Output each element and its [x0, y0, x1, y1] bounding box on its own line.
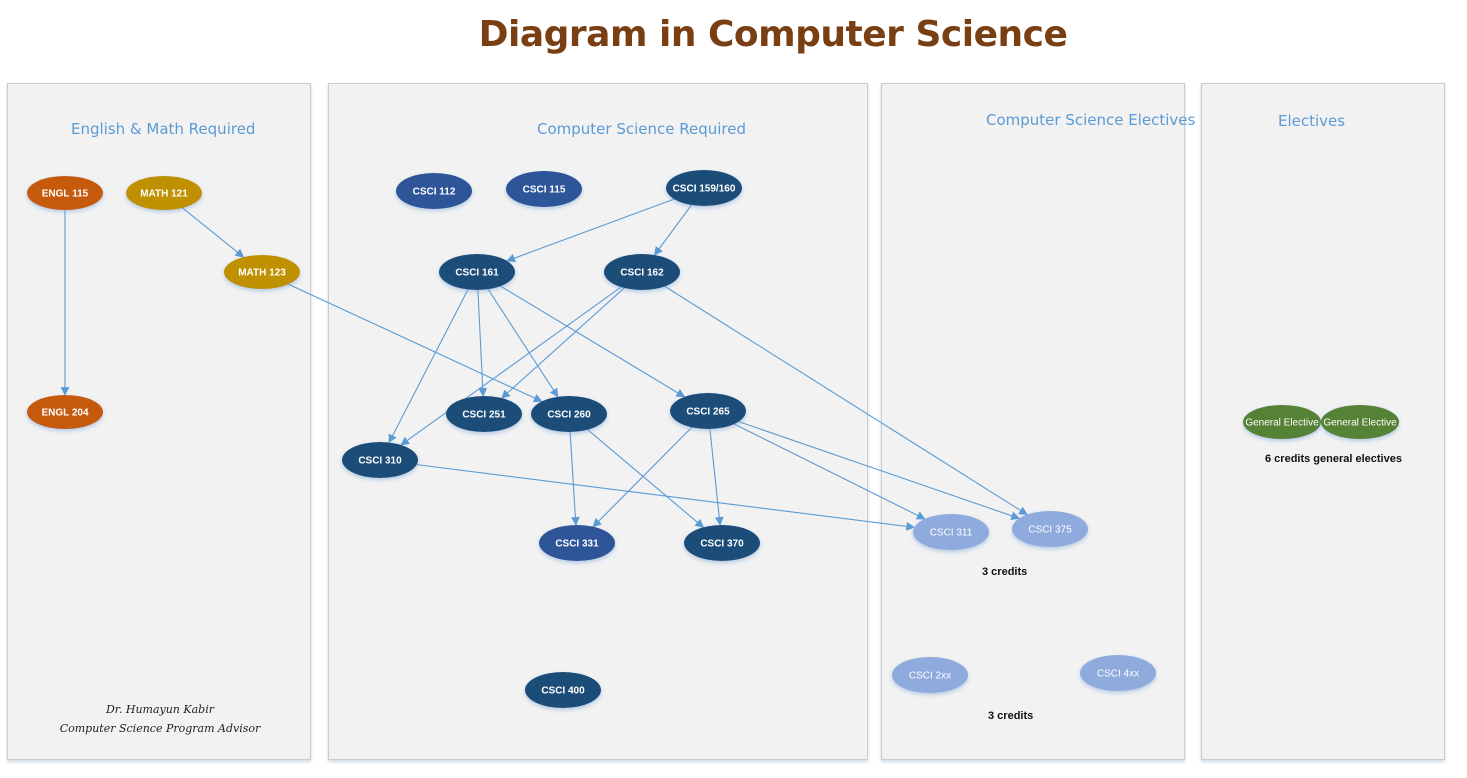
edge-csci162-to-csci375 — [664, 285, 1028, 516]
course-node-shape[interactable] — [531, 396, 607, 432]
course-node-shape[interactable] — [342, 442, 418, 478]
panel-cs-electives: Computer Science Electives — [881, 83, 1195, 760]
panel-title-cs-electives: Computer Science Electives — [986, 111, 1196, 129]
course-node-label: CSCI 251 — [462, 410, 506, 421]
course-node-label: CSCI 265 — [686, 407, 730, 418]
course-node-label: ENGL 115 — [42, 189, 89, 200]
course-node-shape[interactable] — [892, 657, 968, 693]
course-node-csci162[interactable]: CSCI 162 — [604, 254, 680, 290]
course-node-label: CSCI 260 — [547, 410, 591, 421]
course-node-shape[interactable] — [1012, 511, 1088, 547]
edge-csci161-to-csci251 — [477, 289, 488, 397]
advisor-role: Computer Science Program Advisor — [59, 722, 261, 735]
course-node-engl204[interactable]: ENGL 204 — [27, 395, 103, 429]
edge-math123-to-csci260 — [288, 283, 543, 403]
panel-title-english-math: English & Math Required — [71, 120, 256, 138]
course-node-label: CSCI 2xx — [909, 671, 951, 682]
course-node-shape[interactable] — [439, 254, 515, 290]
course-node-csci375[interactable]: CSCI 375 — [1012, 511, 1088, 547]
panel-title-electives: Electives — [1278, 112, 1346, 130]
course-node-math121[interactable]: MATH 121 — [126, 176, 202, 210]
course-node-csci115[interactable]: CSCI 115 — [506, 171, 582, 207]
course-node-csci310[interactable]: CSCI 310 — [342, 442, 418, 478]
course-node-shape[interactable] — [27, 395, 103, 429]
course-node-label: CSCI 115 — [523, 185, 566, 196]
course-node-shape[interactable] — [224, 255, 300, 289]
cs-electives-credits-upper: 3 credits — [982, 566, 1028, 578]
advisor-name: Dr. Humayun Kabir — [105, 703, 214, 716]
edge-csci260-to-csci331 — [569, 431, 580, 526]
course-node-csci311[interactable]: CSCI 311 — [913, 514, 989, 550]
course-node-label: CSCI 159/160 — [673, 184, 736, 195]
panel-title-cs-required: Computer Science Required — [537, 120, 747, 138]
course-node-label: General Elective — [1245, 418, 1319, 429]
course-node-csci331[interactable]: CSCI 331 — [539, 525, 615, 561]
edge-csci162-to-csci251 — [501, 287, 625, 399]
course-node-csci251[interactable]: CSCI 251 — [446, 396, 522, 432]
course-node-label: CSCI 370 — [700, 539, 744, 550]
page-title: Diagram in Computer Science — [478, 14, 1068, 55]
course-node-shape[interactable] — [666, 170, 742, 206]
course-node-csci161[interactable]: CSCI 161 — [439, 254, 515, 290]
course-node-shape[interactable] — [525, 672, 601, 708]
course-node-label: MATH 121 — [140, 189, 188, 200]
course-node-shape[interactable] — [684, 525, 760, 561]
course-node-label: CSCI 310 — [358, 456, 402, 467]
course-node-csci260[interactable]: CSCI 260 — [531, 396, 607, 432]
course-node-shape[interactable] — [126, 176, 202, 210]
course-node-csci2xx[interactable]: CSCI 2xx — [892, 657, 968, 693]
course-node-label: CSCI 311 — [930, 528, 973, 539]
course-node-shape[interactable] — [446, 396, 522, 432]
edge-csci162-to-csci310 — [400, 286, 622, 446]
course-node-csci4xx[interactable]: CSCI 4xx — [1080, 655, 1156, 691]
cs-electives-credits-lower: 3 credits — [988, 710, 1034, 722]
edge-csci161-to-csci310 — [388, 289, 469, 444]
course-node-shape[interactable] — [670, 393, 746, 429]
course-node-csci370[interactable]: CSCI 370 — [684, 525, 760, 561]
course-node-shape[interactable] — [396, 173, 472, 209]
edge-csci260-to-csci370 — [587, 429, 705, 528]
course-node-shape[interactable] — [1321, 405, 1399, 439]
course-node-shape[interactable] — [539, 525, 615, 561]
course-node-shape[interactable] — [913, 514, 989, 550]
course-node-ge1[interactable]: General Elective — [1243, 405, 1321, 439]
edge-csci159-to-csci161 — [506, 198, 675, 263]
course-node-csci400[interactable]: CSCI 400 — [525, 672, 601, 708]
course-node-label: ENGL 204 — [41, 408, 88, 419]
course-node-shape[interactable] — [1243, 405, 1321, 439]
course-node-shape[interactable] — [1080, 655, 1156, 691]
course-node-label: CSCI 112 — [413, 187, 456, 198]
course-node-label: CSCI 161 — [455, 268, 499, 279]
course-node-ge2[interactable]: General Elective — [1321, 405, 1399, 439]
course-node-label: CSCI 375 — [1028, 525, 1072, 536]
course-node-math123[interactable]: MATH 123 — [224, 255, 300, 289]
edge-csci159-to-csci162 — [654, 204, 692, 256]
edge-csci161-to-csci260 — [487, 288, 559, 398]
edge-csci265-to-csci370 — [709, 428, 724, 526]
edge-csci310-to-csci311 — [416, 464, 916, 531]
course-node-shape[interactable] — [506, 171, 582, 207]
edge-csci265-to-csci311 — [733, 423, 926, 520]
edge-csci265-to-csci331 — [592, 426, 693, 528]
edge-csci265-to-csci375 — [738, 421, 1021, 520]
course-node-engl115[interactable]: ENGL 115 — [27, 176, 103, 210]
course-node-csci112[interactable]: CSCI 112 — [396, 173, 472, 209]
edges-layer — [60, 198, 1028, 531]
course-node-shape[interactable] — [604, 254, 680, 290]
edge-csci161-to-csci265 — [500, 285, 686, 398]
course-node-csci159[interactable]: CSCI 159/160 — [666, 170, 742, 206]
course-node-csci265[interactable]: CSCI 265 — [670, 393, 746, 429]
course-node-shape[interactable] — [27, 176, 103, 210]
general-electives-credits: 6 credits general electives — [1265, 453, 1402, 465]
course-node-label: CSCI 162 — [620, 268, 664, 279]
course-node-label: CSCI 4xx — [1097, 669, 1139, 680]
course-node-label: CSCI 331 — [555, 539, 599, 550]
course-node-label: General Elective — [1323, 418, 1397, 429]
course-node-label: MATH 123 — [238, 268, 286, 279]
course-node-label: CSCI 400 — [541, 686, 585, 697]
edge-math121-to-math123 — [182, 207, 245, 258]
